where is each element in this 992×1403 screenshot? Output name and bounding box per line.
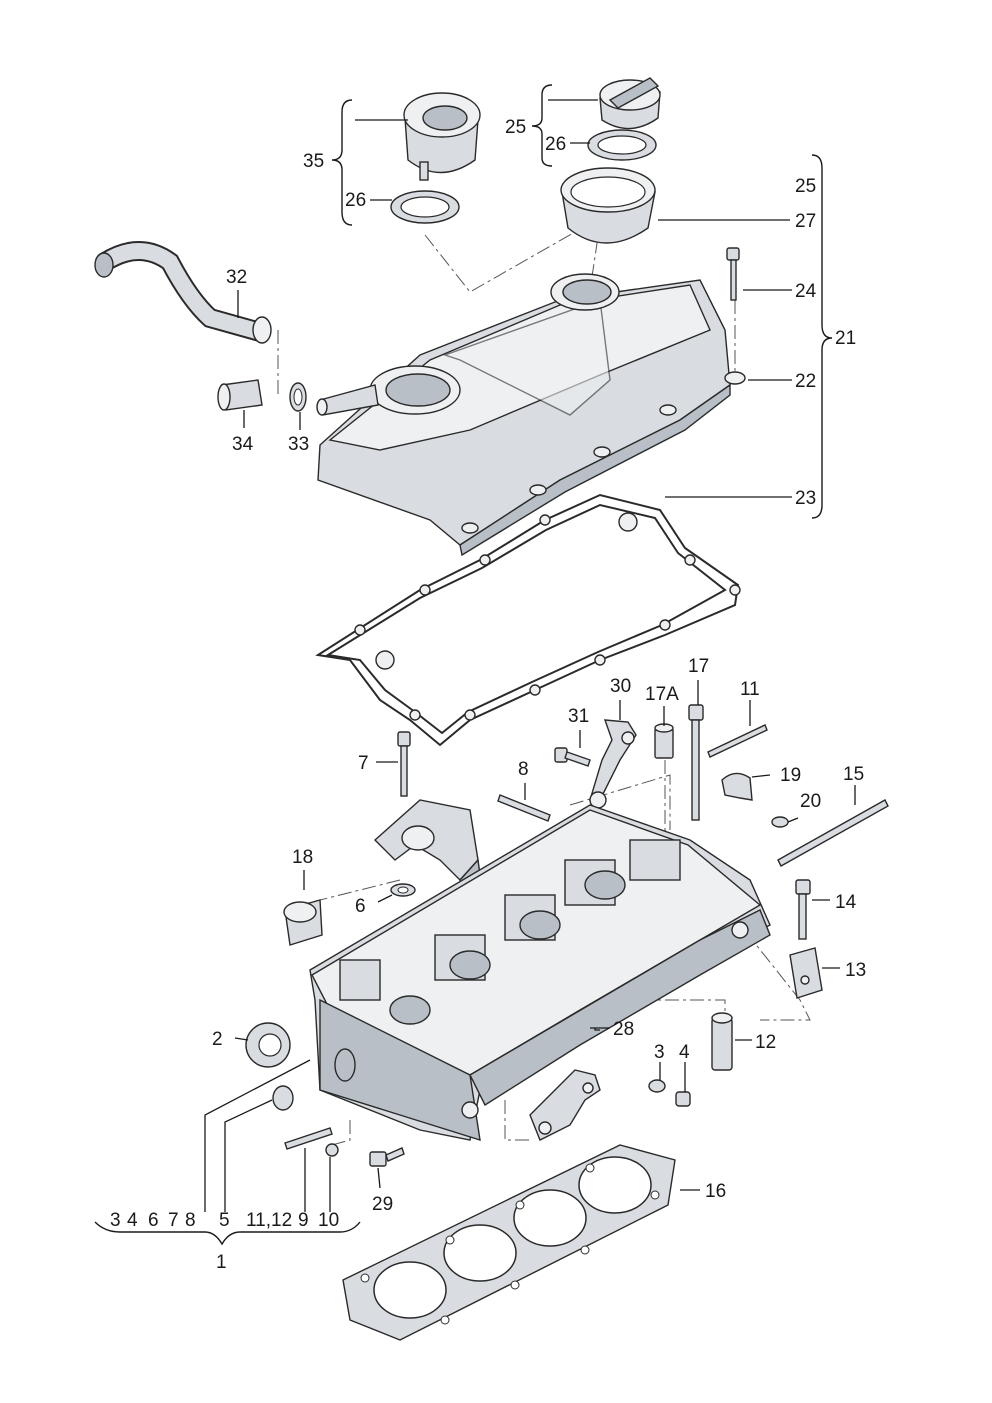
label-33: 33 [288, 434, 309, 455]
label-20: 20 [800, 791, 821, 812]
label-28: 28 [613, 1019, 634, 1040]
ball-10 [325, 1143, 339, 1157]
label-5: 5 [219, 1210, 230, 1231]
head-gasket [342, 1144, 676, 1341]
part-labels: 35 26 25 26 25 27 24 21 22 23 32 34 33 1… [110, 117, 866, 1273]
filler-neck-ring [560, 167, 656, 244]
pin-11 [707, 724, 768, 758]
bracket-30 [589, 719, 637, 809]
label-6-top: 6 [355, 896, 366, 917]
label-26-top: 26 [545, 134, 566, 155]
label-30: 30 [610, 676, 631, 697]
label-17A: 17A [645, 684, 679, 705]
label-29: 29 [372, 1194, 393, 1215]
bearing-cap [373, 799, 481, 894]
label-7-top: 7 [358, 753, 369, 774]
label-8-top: 8 [518, 759, 529, 780]
label-8-bottom: 8 [185, 1210, 196, 1231]
seal-ring-26 [587, 129, 657, 161]
label-25-top: 25 [505, 117, 526, 138]
label-21: 21 [835, 328, 856, 349]
label-19: 19 [780, 765, 801, 786]
label-13: 13 [845, 960, 866, 981]
label-10: 10 [318, 1210, 339, 1231]
label-27: 27 [795, 211, 816, 232]
washer-6 [390, 883, 416, 897]
label-9: 9 [298, 1210, 309, 1231]
leader-lines [204, 99, 856, 1212]
clip-20 [771, 816, 789, 828]
oil-filler-cap [599, 77, 661, 130]
stud-9 [284, 1127, 333, 1150]
bolt-17 [688, 704, 704, 821]
label-24: 24 [795, 281, 817, 302]
label-2: 2 [212, 1029, 223, 1050]
label-16: 16 [705, 1181, 726, 1202]
label-17: 17 [688, 656, 709, 677]
braces [94, 84, 833, 1246]
label-11-top: 11 [740, 679, 760, 700]
label-14: 14 [835, 892, 857, 913]
bushing-18 [283, 899, 323, 946]
label-31: 31 [568, 706, 589, 727]
label-18: 18 [292, 847, 313, 868]
bolt-14 [795, 879, 811, 940]
label-3-bottom: 3 [110, 1210, 121, 1231]
label-4-bottom: 4 [127, 1210, 138, 1231]
label-22: 22 [795, 371, 816, 392]
breather-hose [94, 241, 272, 344]
label-7-bottom: 7 [168, 1210, 179, 1231]
shaft-seal [245, 1022, 291, 1068]
label-32: 32 [226, 267, 247, 288]
bolt-29 [369, 1147, 405, 1167]
pin-15 [777, 799, 889, 867]
label-11-12: 11,12 [246, 1210, 292, 1231]
bracket-28 [529, 1069, 601, 1141]
label-35: 35 [303, 151, 324, 172]
label-1: 1 [216, 1252, 227, 1273]
label-4-mid: 4 [679, 1042, 690, 1063]
block-13 [789, 947, 823, 999]
cover-bolt [726, 247, 740, 301]
plate-19 [721, 772, 753, 801]
sleeve-17A [654, 723, 674, 759]
label-25-right: 25 [795, 176, 816, 197]
hose-sleeve [217, 379, 263, 411]
bolt-4 [675, 1091, 691, 1107]
label-3-mid: 3 [654, 1042, 665, 1063]
breather-housing [403, 92, 481, 181]
seal-ring-35 [390, 190, 460, 224]
label-6-bottom: 6 [148, 1210, 159, 1231]
label-26-top-left: 26 [345, 190, 366, 211]
cover-gasket [315, 493, 741, 747]
label-23: 23 [795, 488, 816, 509]
bolt-31 [554, 747, 591, 767]
label-34: 34 [232, 434, 254, 455]
stud-8 [497, 794, 551, 822]
cylinder-head-cover [316, 273, 746, 557]
bolt-7 [397, 731, 411, 797]
plug-5 [272, 1085, 294, 1111]
label-15: 15 [843, 764, 864, 785]
washer-3 [648, 1079, 666, 1093]
cylinder-head [309, 804, 771, 1142]
sleeve-12 [711, 1012, 733, 1071]
hose-clamp [289, 382, 307, 412]
label-12: 12 [755, 1032, 776, 1053]
